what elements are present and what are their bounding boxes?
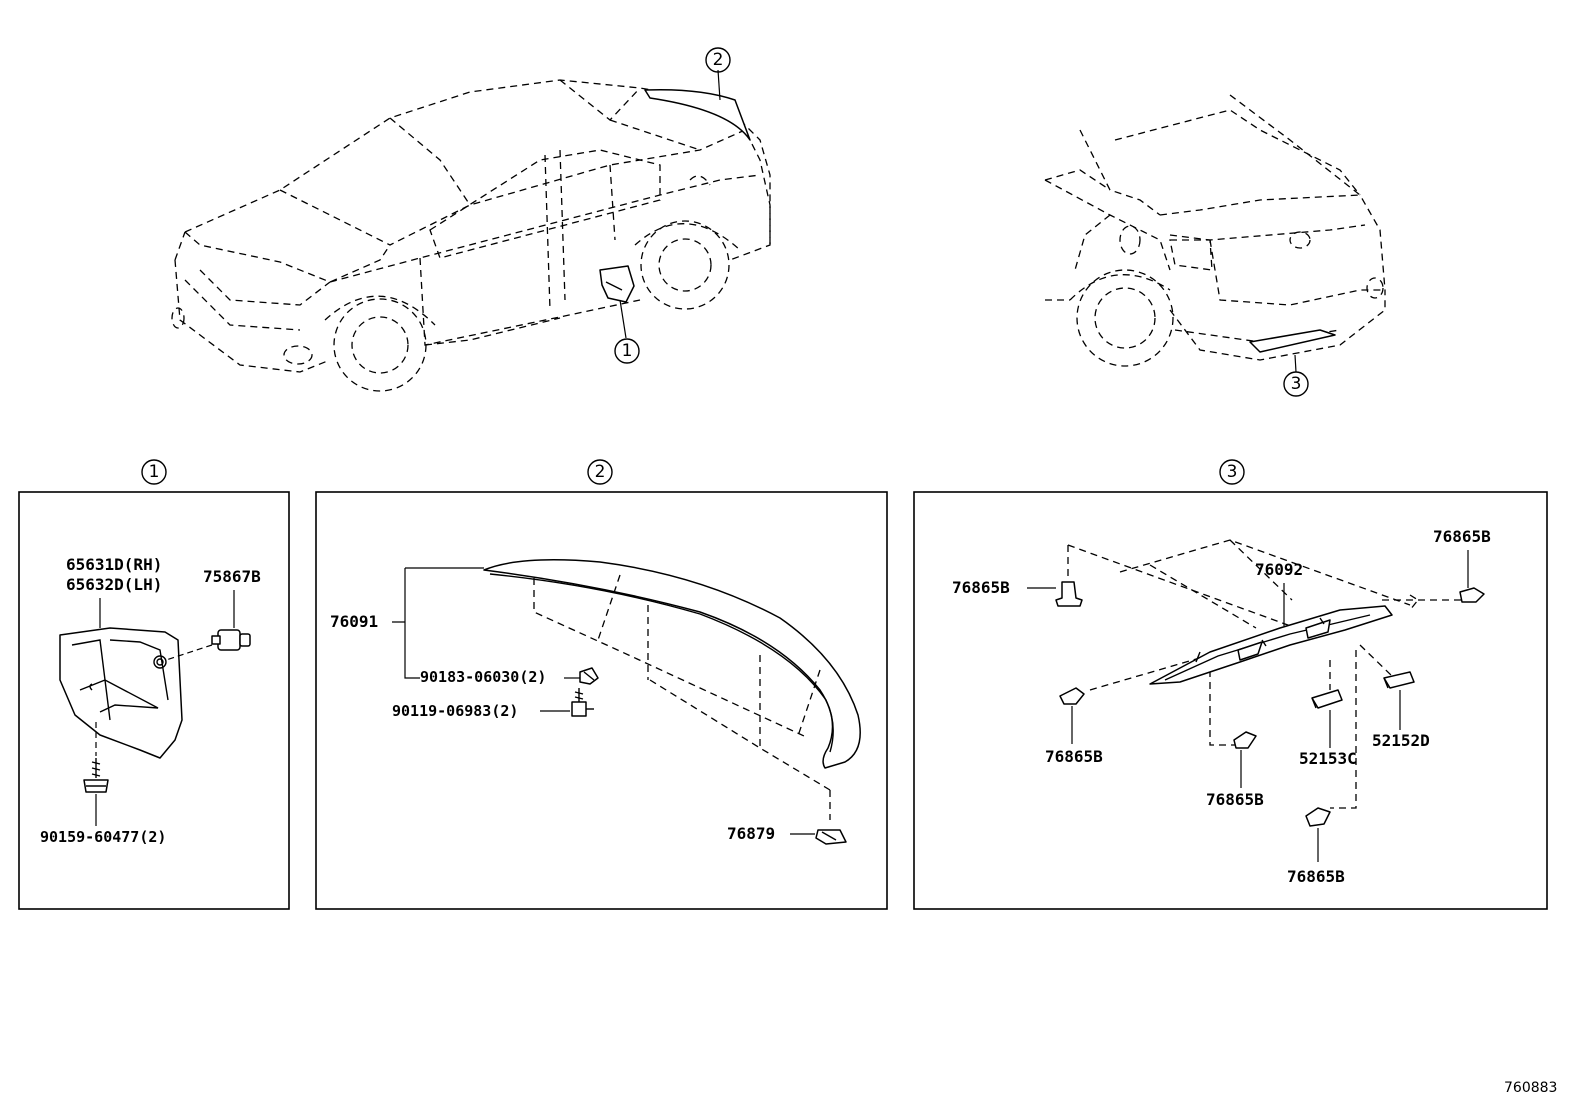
panel-1-marker-label: 1 — [149, 462, 160, 482]
garnish-76092 — [1149, 605, 1393, 685]
mudguard-rh-label: 65631D(RH) — [66, 555, 162, 574]
mudguard-part — [59, 627, 183, 759]
panel-3-marker — [1219, 459, 1245, 485]
clip-top-right-label: 76865B — [1433, 527, 1491, 546]
overview-marker-2 — [705, 47, 731, 73]
part-52153c — [1311, 689, 1343, 709]
overview-marker-3 — [1283, 371, 1309, 397]
panel-2-frame — [315, 491, 888, 910]
overview-marker-3-label: 3 — [1291, 374, 1302, 394]
clip-bottom-label: 76865B — [1287, 867, 1345, 886]
part-52152d-label: 52152D — [1372, 731, 1430, 750]
clip-75867b — [211, 629, 251, 651]
bolt-90119-label: 90119-06983(2) — [392, 702, 518, 720]
clip-76879 — [815, 829, 847, 845]
panel-3-marker-label: 3 — [1227, 462, 1238, 482]
clip-75867b-label: 75867B — [203, 567, 261, 586]
mudguard-lh-label: 65632D(LH) — [66, 575, 162, 594]
nut-90183 — [579, 667, 599, 685]
panel-2: 2 76091 90183-06030(2) 90119-06983(2) — [315, 459, 888, 910]
clip-bottom — [1305, 807, 1331, 827]
figure-code: 760883 — [1504, 1080, 1557, 1096]
bolt-90119 — [571, 688, 594, 717]
part-52153c-label: 52153C — [1299, 749, 1357, 768]
clip-top-left-label: 76865B — [952, 578, 1010, 597]
clip-mid-bottom-label: 76865B — [1206, 790, 1264, 809]
panel-1-marker — [141, 459, 167, 485]
panel-1: 1 65631D(RH) 65632D(LH) 75867B — [18, 459, 290, 910]
overview-marker-1-label: 1 — [622, 341, 633, 361]
panel-1-frame — [18, 491, 290, 910]
panel-3: 3 76092 76865B — [913, 459, 1548, 910]
nut-90183-label: 90183-06030(2) — [420, 668, 546, 686]
garnish-76092-label: 76092 — [1255, 560, 1303, 579]
part-52152d — [1383, 671, 1415, 689]
clip-left-bottom-label: 76865B — [1045, 747, 1103, 766]
panel-3-frame — [913, 491, 1548, 910]
car-rear-view: 3 — [1044, 94, 1386, 397]
spoiler-76091 — [483, 559, 861, 769]
overview-marker-2-label: 2 — [713, 50, 724, 70]
screw-90159-label: 90159-60477(2) — [40, 828, 166, 846]
clip-top-left — [1055, 581, 1083, 607]
clip-top-right — [1459, 587, 1485, 603]
screw-90159 — [83, 758, 109, 793]
spoiler-76091-label: 76091 — [330, 612, 378, 631]
panel-2-marker — [587, 459, 613, 485]
car-front-view: 1 2 — [171, 47, 771, 392]
clip-left-bottom — [1059, 687, 1085, 705]
overview-marker-1 — [614, 338, 640, 364]
clip-76879-label: 76879 — [727, 824, 775, 843]
panel-2-marker-label: 2 — [595, 462, 606, 482]
clip-mid-bottom — [1233, 731, 1257, 749]
